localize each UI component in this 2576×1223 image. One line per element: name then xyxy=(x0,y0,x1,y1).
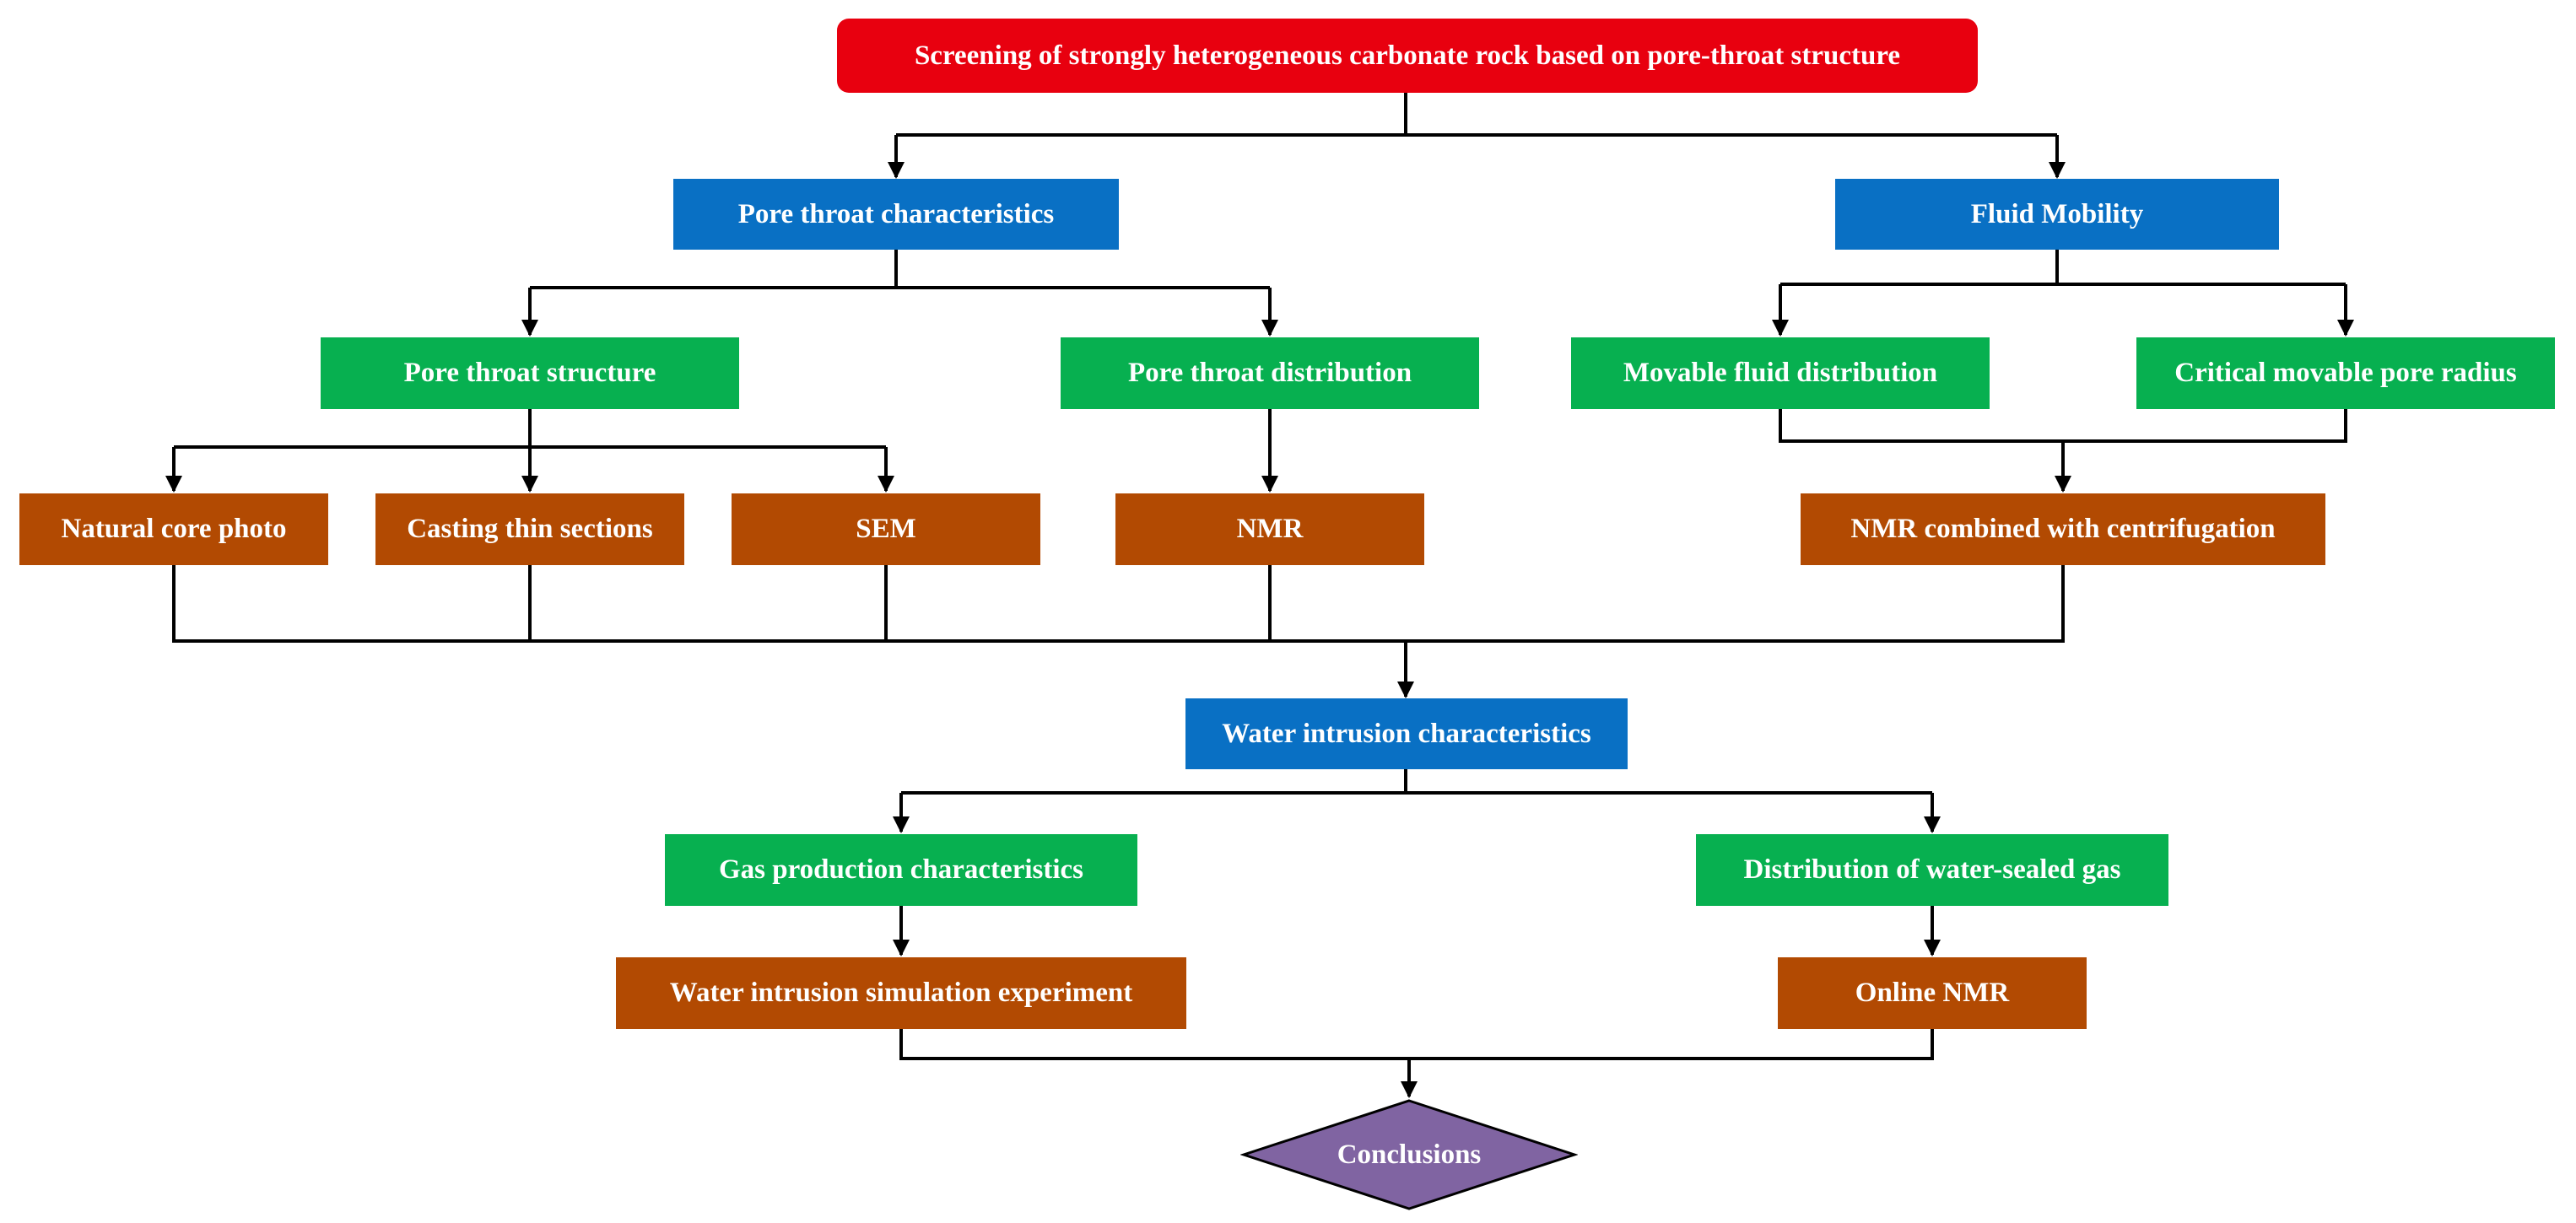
nmr-centrifugation-box: NMR combined with centrifugation xyxy=(1801,493,2325,565)
connector-methods-merge xyxy=(172,565,2065,643)
online-nmr-box: Online NMR xyxy=(1778,957,2087,1029)
fluid-mobility-label: Fluid Mobility xyxy=(1970,198,2144,229)
title-box: Screening of strongly heterogeneous carb… xyxy=(837,19,1978,93)
pore-throat-structure-box: Pore throat structure xyxy=(321,337,739,409)
critical-movable-pore-radius-box: Critical movable pore radius xyxy=(2136,337,2555,409)
nmr-centrifugation-label: NMR combined with centrifugation xyxy=(1850,514,2276,544)
water-intrusion-characteristics-label: Water intrusion characteristics xyxy=(1222,718,1591,749)
nmr-box: NMR xyxy=(1115,493,1424,565)
movable-fluid-distribution-box: Movable fluid distribution xyxy=(1571,337,1990,409)
gas-production-characteristics-box: Gas production characteristics xyxy=(665,834,1137,906)
pore-throat-structure-label: Pore throat structure xyxy=(403,358,656,388)
title-box-label: Screening of strongly heterogeneous carb… xyxy=(914,40,1901,71)
distribution-water-sealed-gas-label: Distribution of water-sealed gas xyxy=(1743,854,2121,885)
pore-throat-characteristics-box: Pore throat characteristics xyxy=(673,179,1119,250)
casting-thin-sections-box: Casting thin sections xyxy=(375,493,684,565)
natural-core-photo-label: Natural core photo xyxy=(61,514,287,544)
movable-fluid-distribution-label: Movable fluid distribution xyxy=(1623,358,1938,388)
pore-throat-distribution-label: Pore throat distribution xyxy=(1127,358,1412,388)
water-intrusion-simulation-box: Water intrusion simulation experiment xyxy=(616,957,1186,1029)
online-nmr-label: Online NMR xyxy=(1855,978,2010,1008)
water-intrusion-simulation-label: Water intrusion simulation experiment xyxy=(669,978,1133,1008)
connector-experiments-merge xyxy=(899,1029,1934,1060)
pore-throat-distribution-box: Pore throat distribution xyxy=(1061,337,1479,409)
sem-label: SEM xyxy=(856,514,916,544)
sem-box: SEM xyxy=(732,493,1040,565)
critical-movable-pore-radius-label: Critical movable pore radius xyxy=(2174,358,2517,388)
water-intrusion-characteristics-box: Water intrusion characteristics xyxy=(1185,698,1628,769)
fluid-mobility-box: Fluid Mobility xyxy=(1835,179,2279,250)
pore-throat-characteristics-label: Pore throat characteristics xyxy=(737,198,1055,229)
connector-mobility-merge xyxy=(1779,409,2347,443)
conclusions-label: Conclusions xyxy=(1337,1139,1482,1170)
casting-thin-sections-label: Casting thin sections xyxy=(407,514,653,544)
conclusions-diamond: Conclusions xyxy=(1240,1098,1578,1211)
nmr-label: NMR xyxy=(1236,514,1304,544)
conclusions-diamond-shape xyxy=(1240,1099,1578,1210)
gas-production-characteristics-label: Gas production characteristics xyxy=(718,854,1083,885)
natural-core-photo-box: Natural core photo xyxy=(19,493,328,565)
distribution-water-sealed-gas-box: Distribution of water-sealed gas xyxy=(1696,834,2168,906)
